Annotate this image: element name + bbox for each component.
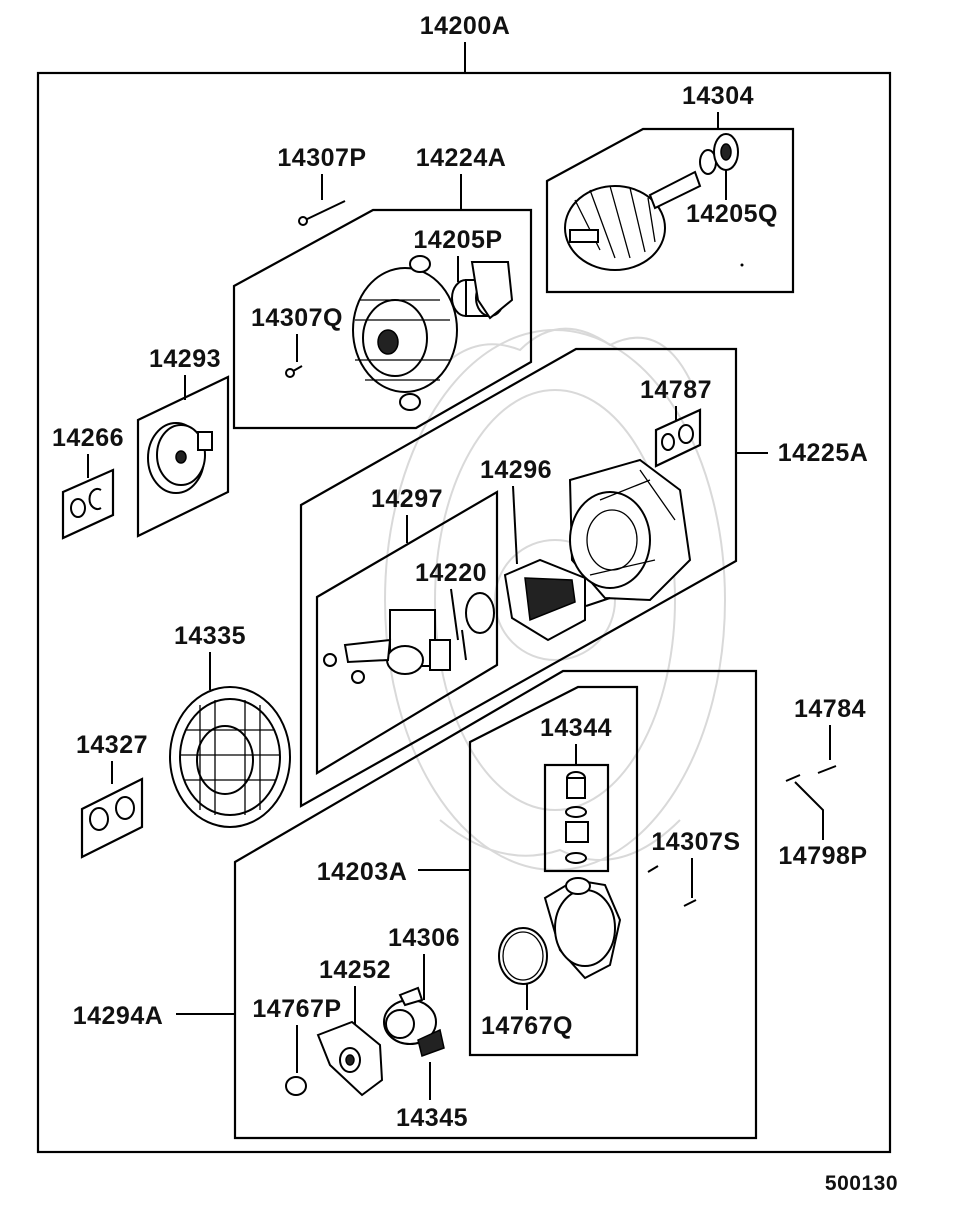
front-bracket-group: 14307P 14224A 14205P 14307Q xyxy=(232,144,533,430)
label-14296: 14296 xyxy=(480,456,552,484)
rear-bracket-part xyxy=(568,458,692,602)
label-14266: 14266 xyxy=(52,424,124,452)
pulley-part xyxy=(147,422,213,494)
stator-group: 14335 xyxy=(169,622,291,828)
label-14767P: 14767P xyxy=(252,995,341,1023)
label-14307P: 14307P xyxy=(277,144,366,172)
pulley-group: 14293 xyxy=(136,345,230,538)
label-14297: 14297 xyxy=(371,485,443,513)
label-14784: 14784 xyxy=(794,695,866,723)
screw-14307Q xyxy=(285,365,303,378)
figure-code: 500130 xyxy=(825,1172,898,1195)
label-14335: 14335 xyxy=(174,622,246,650)
label-14798P: 14798P xyxy=(778,842,867,870)
valve-part xyxy=(565,771,589,864)
nut-washer-group: 14266 xyxy=(52,424,124,540)
rear-bracket-group: 14225A 14787 14296 14297 14220 xyxy=(299,347,869,808)
label-14344: 14344 xyxy=(540,714,612,742)
label-14307Q: 14307Q xyxy=(251,304,343,332)
label-14327: 14327 xyxy=(76,731,148,759)
label-14345: 14345 xyxy=(396,1104,468,1132)
rotor-group: 14304 14205Q xyxy=(545,82,795,294)
rotor-vane-part xyxy=(383,986,445,1057)
label-14767Q: 14767Q xyxy=(481,1012,573,1040)
rectifier-part xyxy=(503,558,611,642)
label-14205P: 14205P xyxy=(413,226,502,254)
rotor-part xyxy=(564,133,739,271)
label-14307S: 14307S xyxy=(651,828,740,856)
label-14205Q: 14205Q xyxy=(686,200,778,228)
regulator-part xyxy=(323,592,495,684)
label-14293: 14293 xyxy=(149,345,221,373)
label-14203A: 14203A xyxy=(317,858,408,886)
label-14225A: 14225A xyxy=(778,439,869,467)
assembly-frame: 14200A xyxy=(36,12,892,1154)
bolt-14307P xyxy=(298,200,346,226)
bearing-set-group: 14327 xyxy=(76,731,148,859)
bearing-14205P xyxy=(451,261,514,320)
vacuum-pump-part xyxy=(543,877,622,980)
terminal-bolt-group: 14784 14798P xyxy=(778,695,867,870)
o-ring-14767Q xyxy=(498,927,548,985)
label-14220: 14220 xyxy=(415,559,487,587)
label-14252: 14252 xyxy=(319,956,391,984)
o-ring-14767P xyxy=(285,1076,307,1096)
label-14224A: 14224A xyxy=(416,144,507,172)
label-14306: 14306 xyxy=(388,924,460,952)
label-14787: 14787 xyxy=(640,376,712,404)
label-14294A: 14294A xyxy=(73,1002,164,1030)
assembly-label: 14200A xyxy=(420,12,511,40)
pump-cover-part xyxy=(316,1020,384,1097)
stator-part xyxy=(169,686,291,828)
label-14304: 14304 xyxy=(682,82,754,110)
front-bracket-part xyxy=(352,255,458,411)
rear-cover-group: 14294A 14203A 14344 14307S 14767Q xyxy=(73,669,758,1140)
